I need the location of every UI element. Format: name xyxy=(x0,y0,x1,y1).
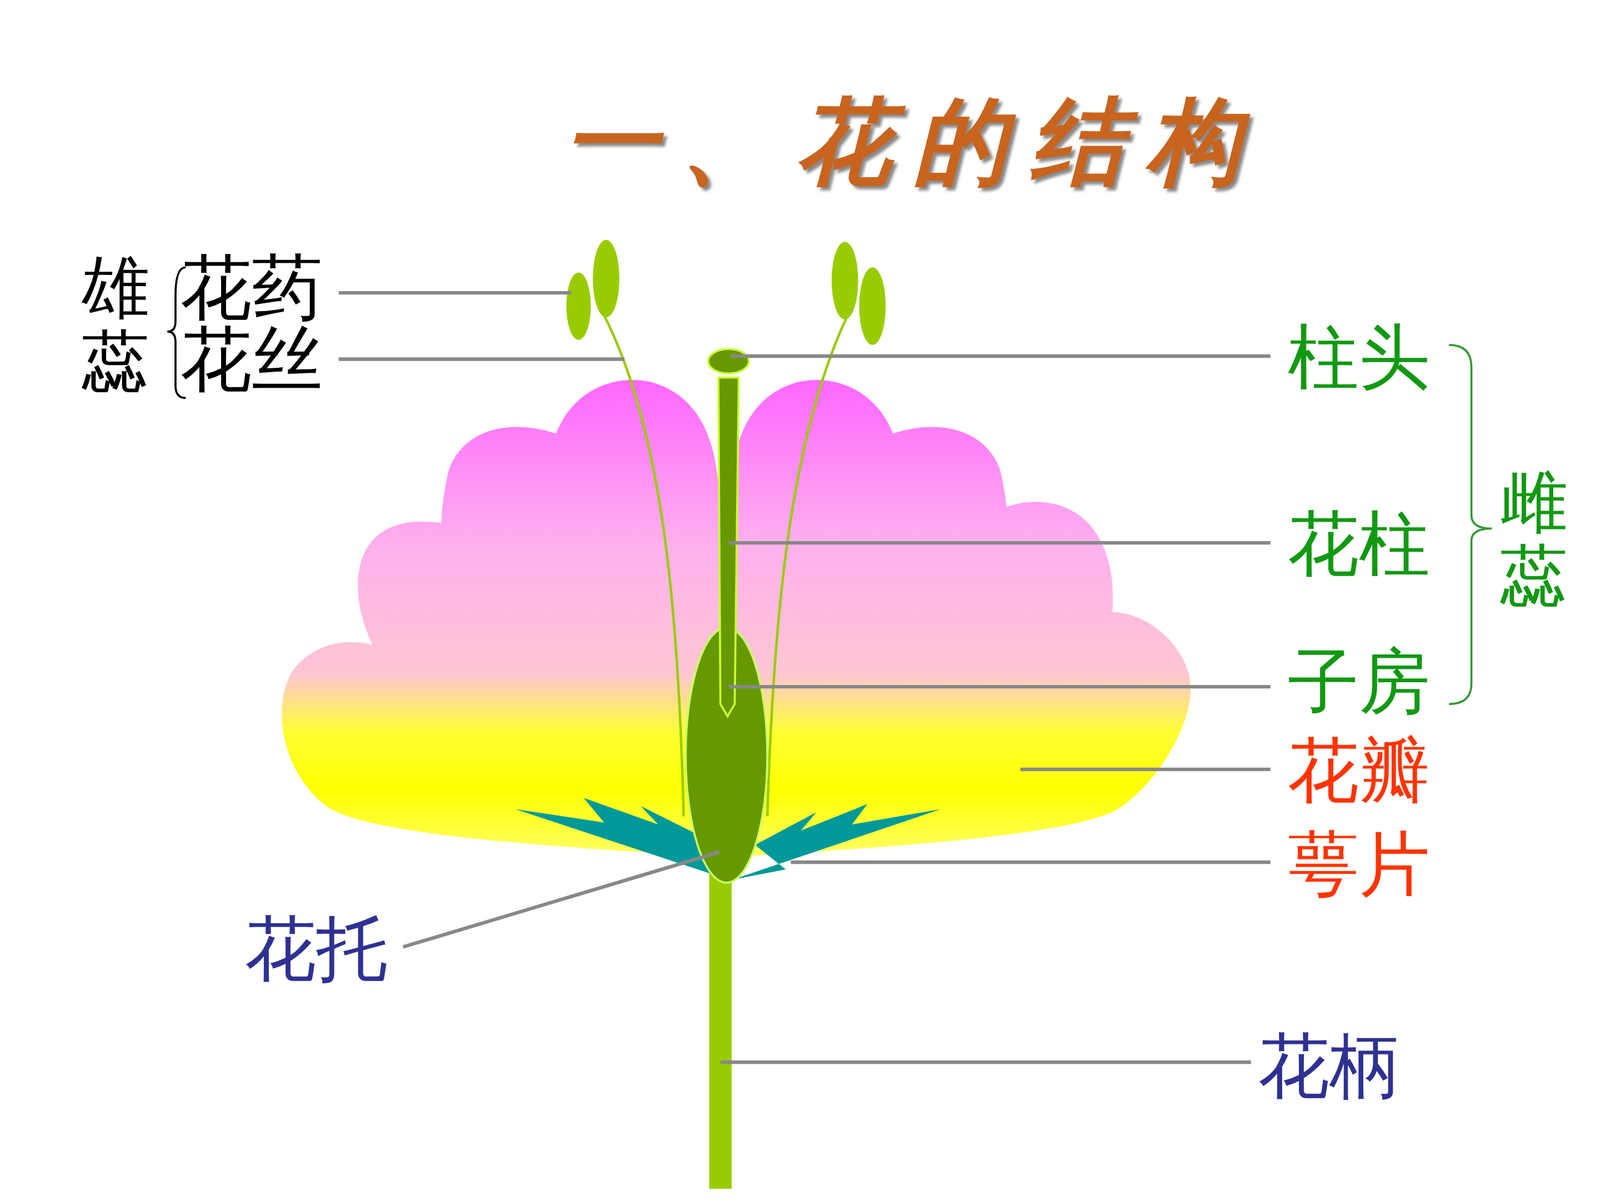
anther xyxy=(592,240,620,318)
part-label: 花药 xyxy=(180,252,323,324)
part-label: 花瓣 xyxy=(1287,735,1430,807)
leader-line xyxy=(728,685,1270,689)
leader-line xyxy=(720,1060,1252,1064)
style xyxy=(718,377,739,717)
part-group-label: 雄蕊 xyxy=(81,250,150,399)
petal xyxy=(441,380,720,858)
leader-line xyxy=(728,541,1270,545)
leader-line xyxy=(338,291,572,295)
part-label: 萼片 xyxy=(1287,828,1430,900)
petal xyxy=(729,380,1008,858)
leader-line xyxy=(403,852,720,948)
flower-stalk xyxy=(709,852,732,1189)
leader-line xyxy=(790,860,1270,864)
anther xyxy=(831,241,859,320)
part-label: 花托 xyxy=(245,913,388,985)
sepal xyxy=(732,803,942,880)
part-group-label: 雌蕊 xyxy=(1500,464,1568,614)
part-label: 子房 xyxy=(1287,646,1430,718)
filament xyxy=(602,311,684,817)
leader-line xyxy=(730,354,1271,358)
filament xyxy=(767,306,852,817)
leader-line xyxy=(1020,767,1271,772)
sepal xyxy=(515,797,717,876)
bracket xyxy=(1448,345,1492,705)
part-label: 花丝 xyxy=(180,323,323,395)
part-label: 柱头 xyxy=(1287,321,1430,393)
part-label: 花柄 xyxy=(1258,1030,1401,1102)
leader-line xyxy=(338,357,625,361)
anther xyxy=(566,272,591,340)
anther xyxy=(859,267,887,345)
stigma xyxy=(708,348,749,374)
part-label: 花柱 xyxy=(1287,508,1430,580)
title: 一、花的结构 xyxy=(563,93,1264,189)
